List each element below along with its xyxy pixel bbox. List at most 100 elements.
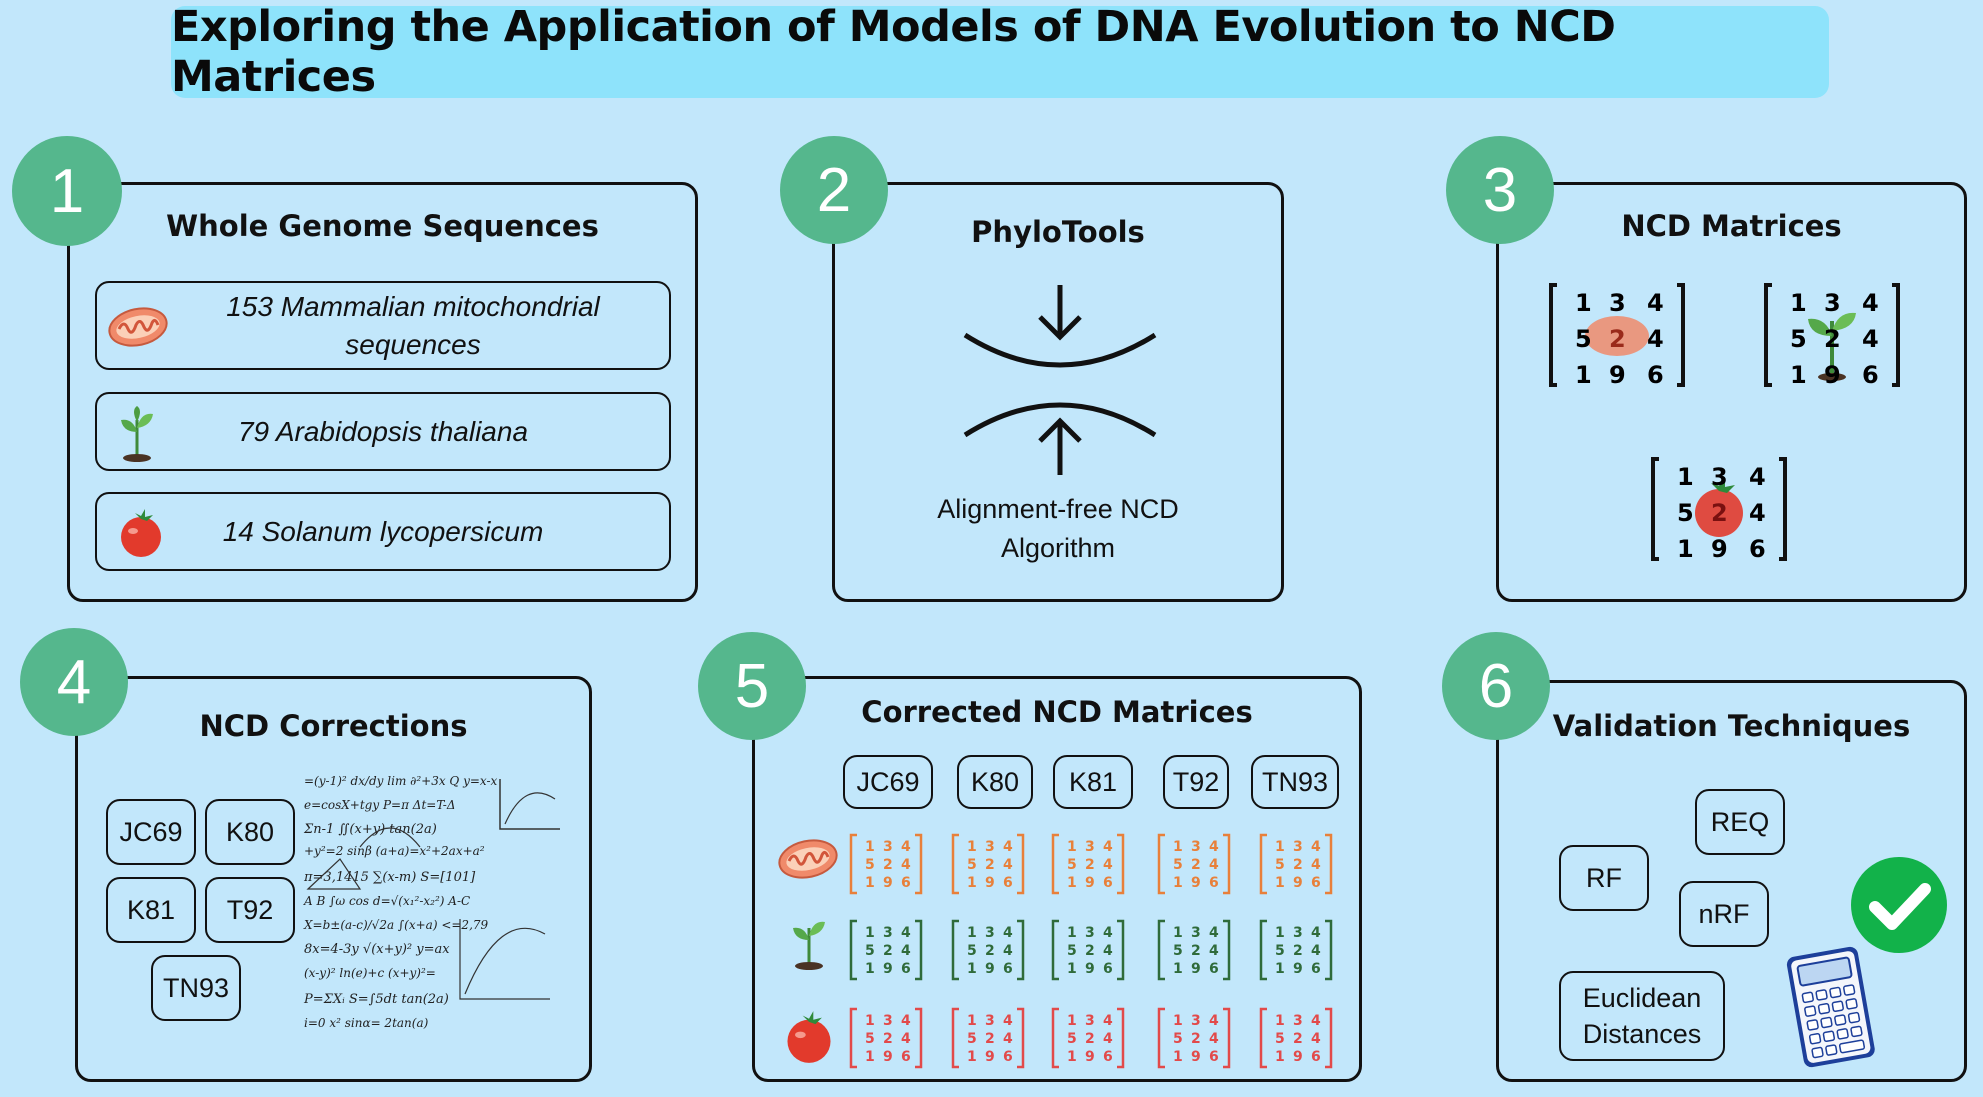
- svg-text:1: 1: [1790, 289, 1807, 317]
- matrix-cell: 9: [1191, 1049, 1201, 1065]
- matrix-cell: 9: [883, 961, 893, 977]
- svg-text:5: 5: [1677, 499, 1694, 527]
- matrix-cell: 4: [901, 1013, 911, 1029]
- svg-text:=(y-1)² dx/dy lim ∂²+3x Q: =(y-1)² dx/dy lim ∂²+3x Q y=x-x: [304, 774, 498, 788]
- step-3-badge: 3: [1446, 136, 1554, 244]
- step-6-badge: 6: [1442, 632, 1550, 740]
- calculator-icon: [1786, 946, 1875, 1068]
- sprout-icon: [121, 406, 153, 462]
- svg-text:6: 6: [1862, 361, 1879, 389]
- matrix-cell: 4: [1003, 1013, 1013, 1029]
- svg-text:6: 6: [1647, 361, 1664, 389]
- svg-text:+y²=2 sinβ (a+a)=x²+2ax+a²: +y²=2 sinβ (a+a)=x²+2ax+a²: [304, 844, 485, 858]
- matrix-cell: 6: [1103, 1049, 1113, 1065]
- matrix-cell: 3: [883, 925, 893, 941]
- svg-text:2: 2: [1824, 325, 1841, 353]
- svg-text:1: 1: [1575, 289, 1592, 317]
- svg-text:3: 3: [1824, 289, 1841, 317]
- matrix-cell: 1: [1275, 1049, 1285, 1065]
- matrix-cell: 2: [883, 943, 893, 959]
- matrix-cell: 5: [865, 1031, 875, 1047]
- matrix-cell: 5: [1275, 943, 1285, 959]
- matrix-cell: 4: [1311, 943, 1321, 959]
- panel-4-title: NCD Corrections: [199, 709, 468, 743]
- matrix-cell: 6: [1311, 1049, 1321, 1065]
- svg-text:4: 4: [1749, 499, 1766, 527]
- matrix-cell: 3: [1293, 925, 1303, 941]
- matrix-cell: 4: [1209, 943, 1219, 959]
- math-formulas-illustration: =(y-1)² dx/dy lim ∂²+3x Q y=x-x e=cosX+t…: [303, 774, 560, 1030]
- panel-2-title: PhyloTools: [971, 215, 1145, 249]
- matrix-cell: 9: [1085, 1049, 1095, 1065]
- matrix-cell: 4: [901, 943, 911, 959]
- svg-text:Σn-1 ∬(x+y) tan(2a): Σn-1 ∬(x+y) tan(2a): [303, 822, 437, 837]
- matrix-cell: 4: [901, 925, 911, 941]
- matrix-cell: 1: [865, 961, 875, 977]
- matrix-cell: 2: [1293, 1031, 1303, 1047]
- matrix-cell: 1: [1275, 875, 1285, 891]
- matrix-cell: 4: [1103, 925, 1113, 941]
- matrix-cell: 9: [985, 875, 995, 891]
- matrix-cell: 4: [1003, 925, 1013, 941]
- svg-text:4: 4: [1647, 289, 1664, 317]
- matrix-cell: 1: [865, 839, 875, 855]
- matrix-cell: 1: [1173, 1013, 1183, 1029]
- svg-text:5: 5: [1790, 325, 1807, 353]
- svg-text:P=ΣXᵢ S=∫5dt tan(2a): P=ΣXᵢ S=∫5dt tan(2a): [303, 992, 449, 1007]
- matrix-cell: 6: [1209, 961, 1219, 977]
- matrix-cell: 1: [1173, 925, 1183, 941]
- panel-1-title: Whole Genome Sequences: [166, 209, 599, 243]
- matrix-cell: 6: [1003, 961, 1013, 977]
- matrix-cell: 9: [1293, 875, 1303, 891]
- corrected-header-k80: K80: [957, 755, 1033, 809]
- matrix-cell: 1: [865, 1013, 875, 1029]
- matrix-cell: 2: [985, 943, 995, 959]
- matrix-cell: 3: [1293, 839, 1303, 855]
- technique-euclidean-distances: Euclidean Distances: [1559, 971, 1725, 1061]
- row-sprout-icon: [793, 921, 825, 970]
- matrix-cell: 1: [1173, 961, 1183, 977]
- matrix-cell: 6: [1209, 1049, 1219, 1065]
- matrix-cell: 3: [1085, 839, 1095, 855]
- matrix-cell: 4: [1311, 1031, 1321, 1047]
- matrix-cell: 4: [1209, 839, 1219, 855]
- algorithm-caption-line2: Algorithm: [1000, 533, 1116, 563]
- genome-label-solanum: 14 Solanum lycopersicum: [222, 515, 544, 547]
- matrix-cell: 4: [1103, 1031, 1113, 1047]
- matrix-cell: 4: [1103, 943, 1113, 959]
- matrix-cell: 6: [1003, 1049, 1013, 1065]
- matrix-cell: 1: [1275, 925, 1285, 941]
- matrix-cell: 3: [1191, 925, 1201, 941]
- matrix-cell: 3: [985, 1013, 995, 1029]
- matrix-cell: 5: [1275, 857, 1285, 873]
- genome-item-mammalian: 153 Mammalian mitochondrial sequences: [95, 281, 671, 370]
- matrix-cell: 1: [967, 1013, 977, 1029]
- compression-arrows-icon: [963, 285, 1157, 475]
- matrix-cell: 2: [985, 1031, 995, 1047]
- panel-whole-genome-sequences: Whole Genome Sequences 153 Mammalian mit…: [67, 182, 698, 602]
- svg-text:i=0 x² sinα= 2tan(a): i=0 x² sinα= 2tan(a): [304, 1016, 429, 1030]
- panel-5-title: Corrected NCD Matrices: [861, 695, 1253, 729]
- svg-text:A B ∫ω cos d=√(x₁²-x₂²) A: A B ∫ω cos d=√(x₁²-x₂²) A-C: [303, 894, 470, 908]
- svg-text:5: 5: [1575, 325, 1592, 353]
- matrix-cell: 3: [1085, 925, 1095, 941]
- matrix-cell: 2: [1191, 943, 1201, 959]
- matrix-cell: 4: [901, 839, 911, 855]
- matrix-cell: 5: [865, 857, 875, 873]
- svg-text:3: 3: [1711, 463, 1728, 491]
- svg-text:1: 1: [1575, 361, 1592, 389]
- matrix-cell: 2: [883, 1031, 893, 1047]
- matrix-cell: 3: [1293, 1013, 1303, 1029]
- matrix-cell: 1: [1173, 875, 1183, 891]
- matrix-cell: 1: [1067, 925, 1077, 941]
- row-tomato-icon: [787, 1011, 831, 1063]
- matrix-cell: 4: [1003, 943, 1013, 959]
